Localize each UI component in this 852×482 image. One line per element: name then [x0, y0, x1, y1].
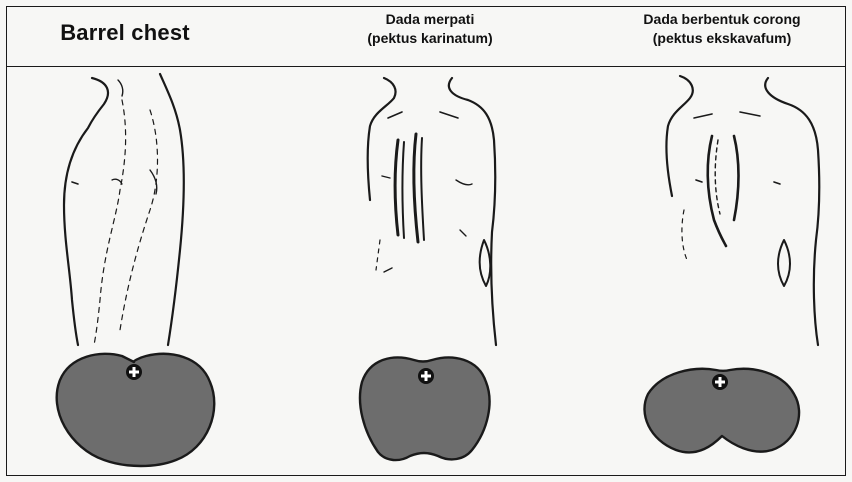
barrel-chest-torso-drawing	[64, 74, 184, 345]
pigeon-chest-torso-drawing	[368, 78, 496, 345]
funnel-chest-torso-drawing	[666, 76, 819, 345]
